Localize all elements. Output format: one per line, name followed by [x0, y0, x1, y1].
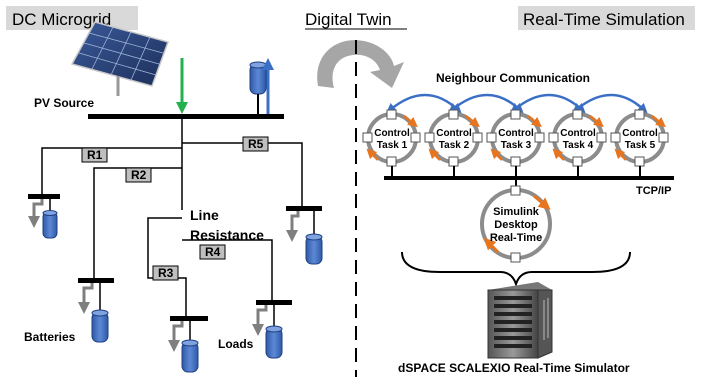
svg-text:R5: R5: [248, 137, 264, 151]
control-task-5: Control Task 5: [610, 109, 669, 167]
neighbour-arrows: [386, 93, 648, 114]
node-battery-5: [286, 206, 323, 265]
line-resistance-label-1: Line: [190, 207, 219, 223]
scalexio-label: dSPACE SCALEXIO Real-Time Simulator: [398, 361, 630, 375]
svg-text:R1: R1: [87, 148, 103, 162]
node-battery-2: [78, 278, 114, 343]
scalexio-simulator-icon: [487, 282, 553, 359]
svg-text:Real-Time: Real-Time: [490, 232, 542, 244]
svg-text:Task 2: Task 2: [439, 140, 470, 151]
grouping-brace: [401, 251, 631, 288]
pv-panel-icon: [70, 21, 169, 96]
control-task-2: Control Task 2: [424, 109, 483, 167]
resistor-r5: R5: [242, 136, 269, 152]
svg-text:Control: Control: [622, 128, 658, 139]
node-battery-1: [28, 194, 60, 239]
loads-label: Loads: [218, 337, 254, 351]
title-right-bg: [518, 6, 695, 30]
svg-text:Task 5: Task 5: [625, 140, 656, 151]
simulink-desktop-realtime: Simulink Desktop Real-Time: [480, 185, 552, 263]
resistor-r1: R1: [81, 147, 108, 163]
node-battery-3: [168, 316, 208, 373]
svg-text:Control: Control: [560, 128, 596, 139]
svg-text:Desktop: Desktop: [494, 219, 538, 231]
svg-text:Task 3: Task 3: [501, 140, 532, 151]
svg-text:Task 1: Task 1: [377, 140, 408, 151]
feeder-lines: [41, 119, 303, 318]
control-task-1: Control Task 1: [362, 109, 421, 167]
svg-text:Control: Control: [498, 128, 534, 139]
svg-text:Control: Control: [374, 128, 410, 139]
main-bus: [88, 114, 284, 119]
control-task-3: Control Task 3: [486, 109, 545, 167]
batteries-label: Batteries: [24, 330, 76, 344]
resistor-r2: R2: [125, 167, 152, 183]
resistor-r3: R3: [152, 265, 179, 281]
svg-text:R3: R3: [158, 266, 174, 280]
svg-text:Control: Control: [436, 128, 472, 139]
tcp-ip-label: TCP/IP: [636, 185, 671, 197]
node-battery-4: [252, 300, 292, 359]
pv-source-label: PV Source: [34, 96, 94, 110]
resistor-r4: R4: [199, 244, 226, 260]
svg-text:Task 4: Task 4: [563, 140, 594, 151]
task-bus-connectors: [391, 166, 641, 188]
title-right: Real-Time Simulation: [523, 10, 685, 29]
title-left-bg: [6, 6, 138, 30]
tcp-ip-bus: [384, 176, 674, 180]
title-left: DC Microgrid: [12, 10, 111, 29]
title-center: Digital Twin: [305, 10, 392, 29]
svg-text:Simulink: Simulink: [493, 206, 540, 218]
svg-text:R2: R2: [131, 168, 147, 182]
line-resistance-label-2: Resistance: [190, 227, 264, 243]
control-task-4: Control Task 4: [548, 109, 607, 167]
bus-battery-icon: [249, 61, 267, 114]
neighbour-communication-label: Neighbour Communication: [436, 71, 590, 85]
digital-twin-arrow-icon: [317, 40, 404, 88]
svg-text:R4: R4: [205, 245, 221, 259]
